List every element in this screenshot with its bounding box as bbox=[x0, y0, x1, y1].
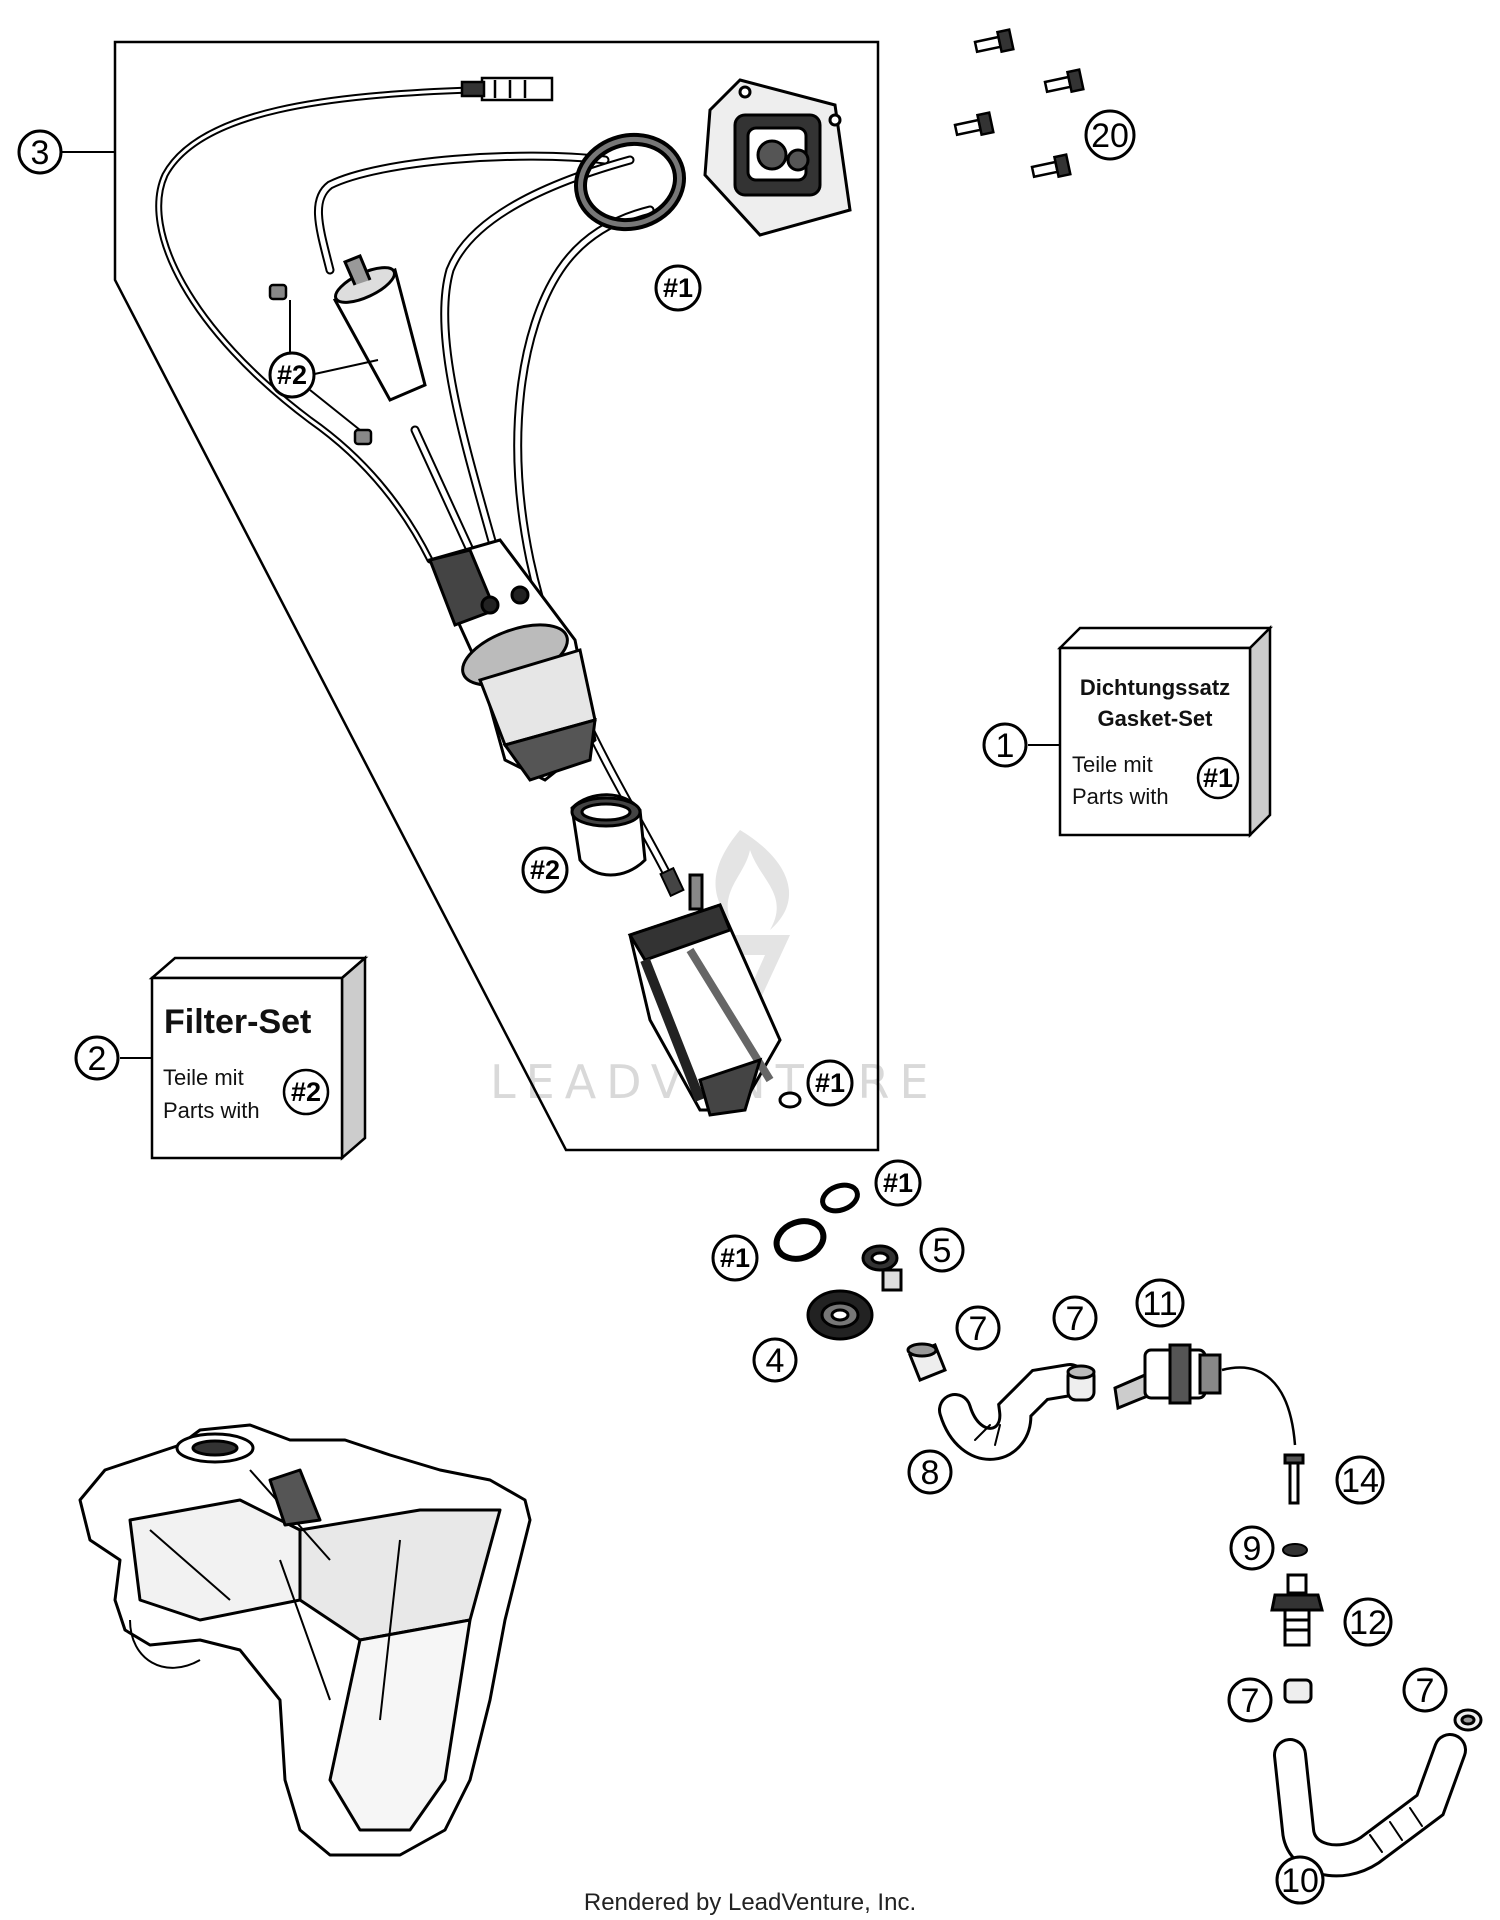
hose-fitting bbox=[659, 866, 685, 898]
filter-set-ref: #2 bbox=[291, 1077, 321, 1107]
svg-text:12: 12 bbox=[1349, 1604, 1387, 1642]
gasket-set-ref-badge: #1 bbox=[1196, 756, 1240, 800]
hose-clamp-4 bbox=[1453, 1708, 1483, 1732]
callout-#1-large-ring: #1 bbox=[711, 1234, 759, 1282]
callout-9: 9 bbox=[1229, 1525, 1275, 1571]
callout-2: 2 bbox=[74, 1035, 120, 1081]
callout-7-a: 7 bbox=[955, 1305, 1001, 1351]
quick-connector bbox=[1113, 1343, 1297, 1446]
wire-connector-plug bbox=[460, 76, 554, 102]
svg-text:#1: #1 bbox=[720, 1243, 750, 1273]
fuel-lines bbox=[155, 86, 675, 885]
svg-text:7: 7 bbox=[1416, 1672, 1435, 1710]
svg-text:#1: #1 bbox=[883, 1168, 913, 1198]
svg-text:4: 4 bbox=[766, 1342, 785, 1380]
callout-8: 8 bbox=[907, 1449, 953, 1495]
svg-text:1: 1 bbox=[996, 727, 1015, 765]
callout-1: 1 bbox=[982, 722, 1028, 768]
flange-o-ring bbox=[573, 132, 687, 232]
hose-clamp-2 bbox=[1066, 1364, 1096, 1402]
callout-7-d: 7 bbox=[1402, 1667, 1448, 1713]
pump-flange-cover bbox=[703, 78, 852, 237]
svg-text:5: 5 bbox=[933, 1232, 952, 1270]
tank-grommet bbox=[806, 1289, 874, 1341]
fuel-pump-kit-outline bbox=[113, 40, 880, 1152]
callout-#2-leaders bbox=[289, 300, 379, 431]
fuel-pump bbox=[427, 538, 597, 782]
svg-text:2: 2 bbox=[88, 1040, 107, 1078]
hose-elbow bbox=[938, 1363, 1087, 1461]
callout-7-c: 7 bbox=[1227, 1677, 1273, 1723]
svg-text:10: 10 bbox=[1281, 1862, 1319, 1900]
callout-20: 20 bbox=[1084, 109, 1136, 161]
gasket-set-box bbox=[1056, 624, 1274, 839]
small-o-ring bbox=[820, 1182, 860, 1214]
svg-text:20: 20 bbox=[1091, 117, 1129, 155]
filter-set-ref-badge: #2 bbox=[282, 1068, 330, 1116]
filter-small-seals bbox=[268, 283, 373, 446]
fuel-level-sensor bbox=[627, 873, 782, 1117]
gasket-set-ref: #1 bbox=[1203, 763, 1233, 793]
gasket-set-title-en: Gasket-Set bbox=[1098, 706, 1214, 731]
hose-clamp bbox=[906, 1342, 947, 1382]
callout-3: 3 bbox=[17, 129, 63, 175]
callout-#2-sleeve: #2 bbox=[521, 846, 569, 894]
bolt bbox=[1283, 1453, 1305, 1505]
gasket-set-title-de: Dichtungssatz bbox=[1080, 675, 1230, 700]
svg-text:7: 7 bbox=[969, 1310, 988, 1348]
svg-text:7: 7 bbox=[1241, 1682, 1260, 1720]
callout-12: 12 bbox=[1343, 1597, 1393, 1647]
filter-set-parts-en: Parts with bbox=[163, 1098, 260, 1123]
tank-fitting bbox=[1270, 1573, 1324, 1647]
callout-#1-flange: #1 bbox=[654, 264, 702, 312]
callout-10: 10 bbox=[1275, 1855, 1325, 1905]
svg-text:#2: #2 bbox=[277, 360, 307, 390]
svg-text:11: 11 bbox=[1142, 1285, 1177, 1323]
svg-text:14: 14 bbox=[1341, 1462, 1379, 1500]
svg-text:3: 3 bbox=[31, 134, 50, 172]
filter-set-parts-de: Teile mit bbox=[163, 1065, 244, 1090]
callout-#1-sensor: #1 bbox=[806, 1059, 854, 1107]
gasket-set-parts-de: Teile mit bbox=[1072, 752, 1153, 777]
svg-text:#1: #1 bbox=[663, 273, 693, 303]
callout-#1-small-ring: #1 bbox=[874, 1159, 922, 1207]
fuel-tank bbox=[78, 1423, 532, 1857]
filter-set-box bbox=[148, 955, 369, 1161]
sensor-seal bbox=[778, 1091, 802, 1109]
gasket-set-parts-en: Parts with bbox=[1072, 784, 1169, 809]
hose-clamp-3 bbox=[1283, 1678, 1313, 1704]
callout-11: 11 bbox=[1135, 1278, 1185, 1328]
fuel-filter bbox=[332, 254, 427, 402]
render-credit: Rendered by LeadVenture, Inc. bbox=[584, 1889, 916, 1916]
svg-text:8: 8 bbox=[921, 1454, 940, 1492]
pump-filter-sleeve bbox=[570, 793, 647, 877]
fitting-nut bbox=[861, 1244, 903, 1292]
filter-set-title: Filter-Set bbox=[164, 1003, 311, 1041]
callout-7-b: 7 bbox=[1052, 1295, 1098, 1341]
callout-4: 4 bbox=[752, 1337, 798, 1383]
fuel-hose bbox=[1273, 1733, 1467, 1878]
screws bbox=[953, 28, 1085, 179]
svg-text:#2: #2 bbox=[530, 855, 560, 885]
callout-#2-filter: #2 bbox=[268, 351, 316, 399]
large-o-ring bbox=[773, 1218, 827, 1262]
svg-text:7: 7 bbox=[1066, 1300, 1085, 1338]
callout-14: 14 bbox=[1335, 1455, 1385, 1505]
svg-text:9: 9 bbox=[1243, 1530, 1262, 1568]
svg-text:#1: #1 bbox=[815, 1068, 845, 1098]
callout-5: 5 bbox=[919, 1227, 965, 1273]
washer bbox=[1282, 1543, 1308, 1557]
